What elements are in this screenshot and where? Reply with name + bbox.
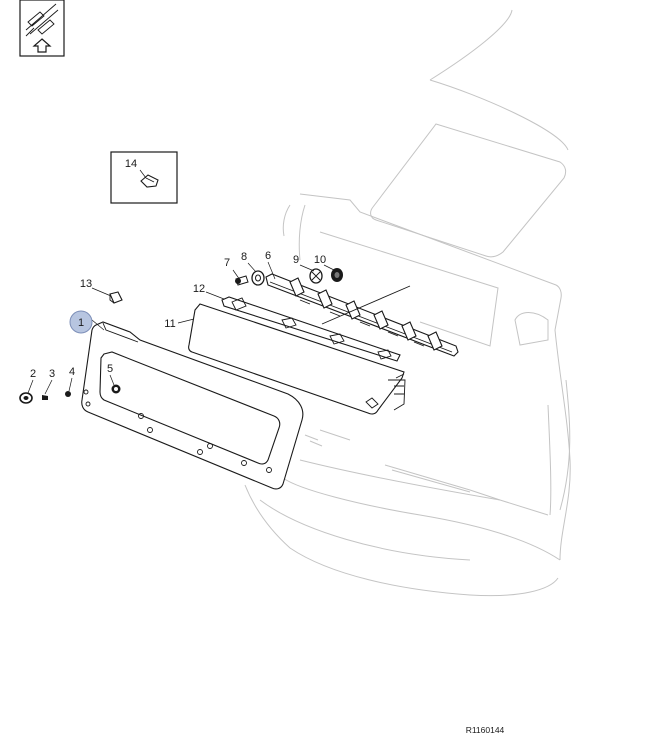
- callout-4: 4: [69, 366, 75, 378]
- callout-9: 9: [293, 254, 299, 266]
- callout-13: 13: [80, 278, 92, 290]
- callout-10: 10: [314, 254, 326, 266]
- view-orientation-icon: [19, 0, 65, 57]
- reference-code: R1160144: [466, 725, 505, 735]
- callout-14: 14: [125, 158, 137, 170]
- callout-3: 3: [49, 368, 55, 380]
- part-1-panel: [81, 321, 304, 490]
- callout-1-highlight: [69, 310, 93, 334]
- callout-labels: 1 2 3 4 5 6 7 8 9 10 11 12 13 14: [30, 158, 326, 380]
- fasteners-2-3-4: [19, 391, 71, 404]
- callout-2: 2: [30, 368, 36, 380]
- part-11-trim-panel: [188, 303, 406, 415]
- callout-6: 6: [265, 250, 271, 262]
- callout-1: 1: [78, 317, 84, 329]
- callout-8: 8: [241, 251, 247, 263]
- part-6-rail: [265, 273, 459, 357]
- up-arrow-icon: [32, 38, 52, 53]
- callout-7: 7: [224, 257, 230, 269]
- callout-12: 12: [193, 283, 205, 295]
- part-12-bracket: [221, 296, 401, 362]
- detail-box-part-14: [110, 151, 178, 204]
- part-13-clip: [109, 291, 123, 304]
- leader-lines: [27, 169, 335, 395]
- vehicle-rear-outline: [244, 9, 571, 597]
- callout-11: 11: [164, 318, 175, 330]
- callout-5: 5: [107, 363, 113, 375]
